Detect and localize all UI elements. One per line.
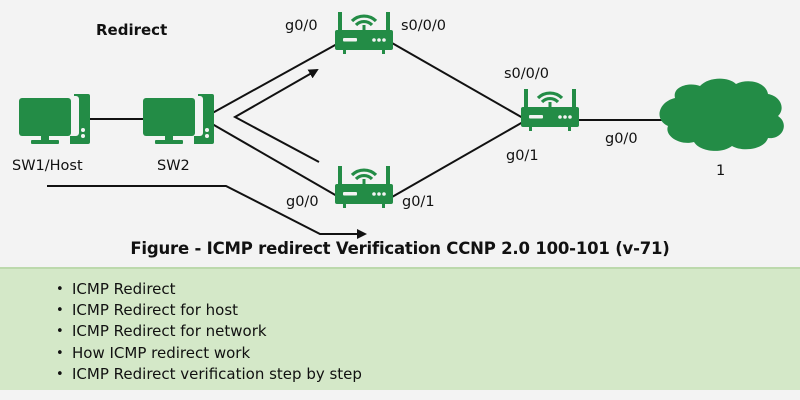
link-sw2-rbottom bbox=[206, 120, 338, 197]
cloud-icon bbox=[659, 78, 784, 151]
topic-item: How ICMP redirect work bbox=[56, 343, 800, 364]
traffic-arrow bbox=[47, 185, 367, 239]
router-icon bbox=[333, 164, 395, 210]
interface-label: s0/0/0 bbox=[504, 66, 549, 82]
interface-label: s0/0/0 bbox=[401, 18, 446, 34]
topic-item: ICMP Redirect bbox=[56, 279, 800, 300]
computer-icon bbox=[143, 94, 214, 144]
topic-item: ICMP Redirect verification step by step bbox=[56, 364, 800, 385]
figure-caption: Figure - ICMP redirect Verification CCNP… bbox=[130, 239, 670, 258]
computer-icon bbox=[19, 94, 90, 144]
topics-panel: ICMP Redirect ICMP Redirect for host ICM… bbox=[0, 267, 800, 390]
topic-item: ICMP Redirect for network bbox=[56, 321, 800, 342]
topics-list: ICMP Redirect ICMP Redirect for host ICM… bbox=[0, 269, 800, 385]
interface-label: g0/1 bbox=[402, 194, 435, 210]
router-icon bbox=[333, 10, 395, 56]
redirect-arrow-return bbox=[232, 69, 320, 163]
cloud-label: 1 bbox=[716, 163, 725, 179]
network-links bbox=[82, 42, 665, 198]
interface-label: g0/0 bbox=[605, 131, 638, 147]
router-icon bbox=[519, 87, 581, 133]
interface-label: g0/1 bbox=[506, 148, 539, 164]
device-label-sw2: SW2 bbox=[157, 158, 190, 174]
diagram-title: Redirect bbox=[96, 21, 167, 39]
device-label-sw1: SW1/Host bbox=[12, 158, 83, 174]
interface-label: g0/0 bbox=[285, 18, 318, 34]
link-rbottom-rright bbox=[391, 121, 524, 198]
topic-item: ICMP Redirect for host bbox=[56, 300, 800, 321]
interface-label: g0/0 bbox=[286, 194, 319, 210]
network-diagram: Redirect g0/0 s0/0/0 g0/0 g0/1 s0/0/0 g0… bbox=[12, 10, 784, 239]
redirect-path bbox=[47, 69, 367, 239]
link-rtop-rright bbox=[391, 42, 524, 119]
link-sw2-rtop bbox=[206, 43, 338, 117]
